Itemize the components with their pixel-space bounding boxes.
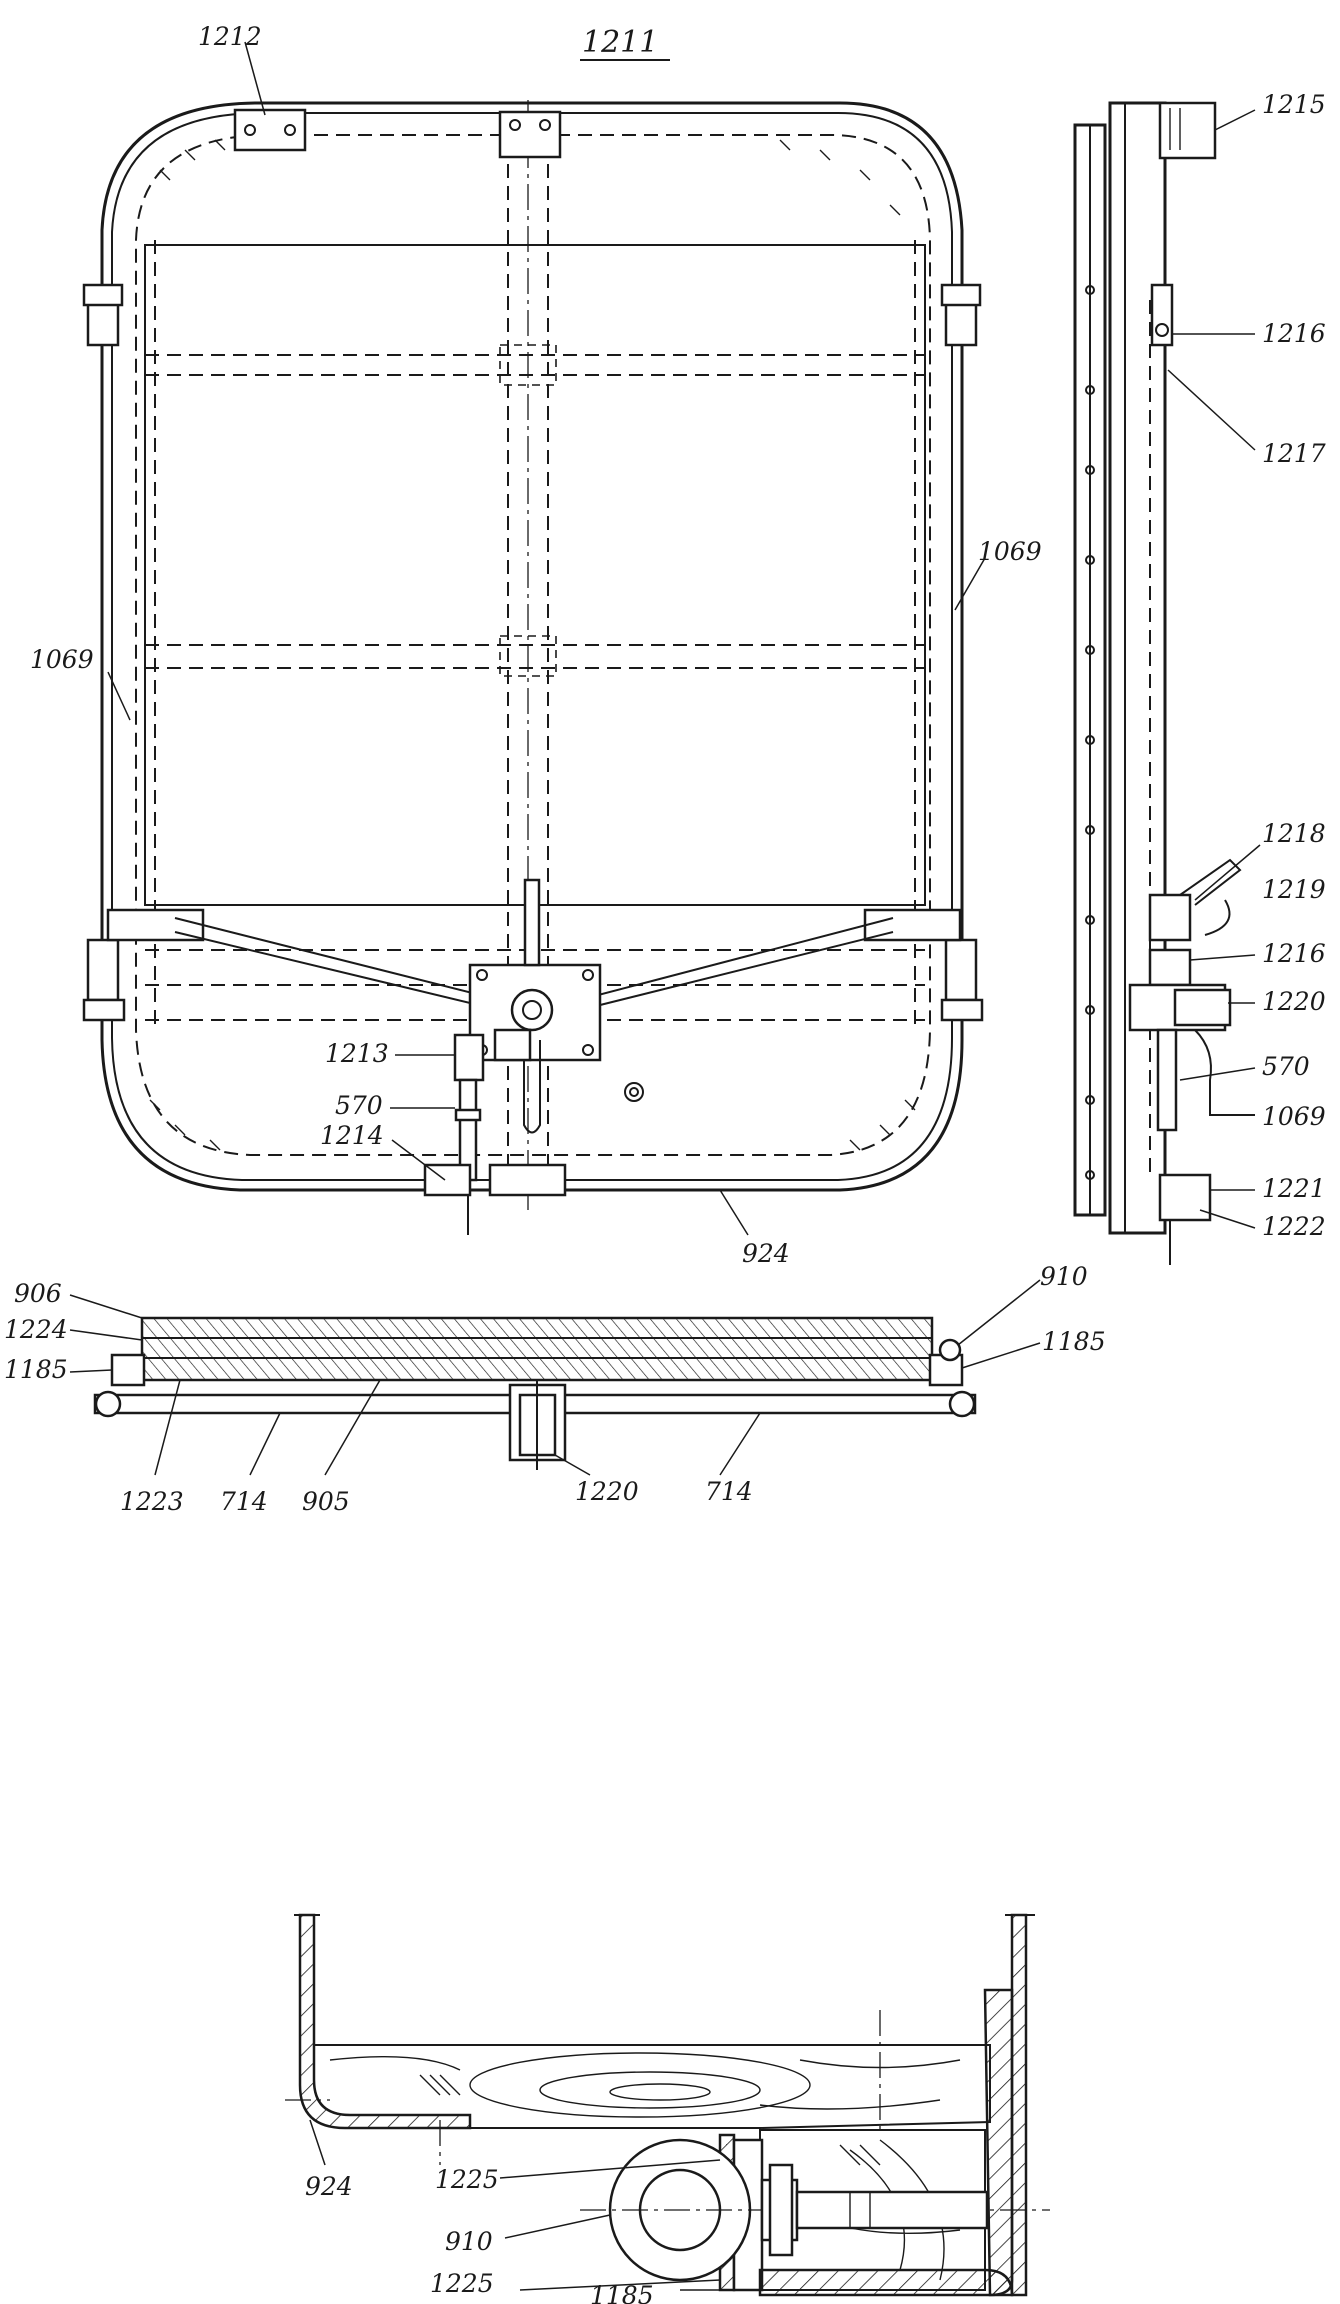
label-910-plan: 910 [1040, 1262, 1088, 1291]
detail-section: 924 1225 910 1225 1185 [285, 1913, 1050, 2304]
label-1225-top: 1225 [435, 2165, 499, 2194]
label-1214: 1214 [320, 1121, 384, 1150]
label-1069-left: 1069 [30, 645, 94, 674]
label-1069-right: 1069 [978, 537, 1042, 566]
label-1222: 1222 [1262, 1212, 1326, 1241]
label-1216-mid: 1216 [1262, 939, 1326, 968]
label-1217: 1217 [1262, 439, 1326, 468]
label-1225-bottom: 1225 [430, 2269, 494, 2298]
side-lever-1219 [1179, 858, 1242, 906]
label-570-front: 570 [335, 1091, 383, 1120]
side-view: 1215 1216 1217 1218 1219 1216 1220 570 1… [1073, 90, 1326, 1265]
label-906: 906 [14, 1279, 62, 1308]
label-1220-plan: 1220 [575, 1477, 639, 1506]
handwheel-hub [510, 988, 554, 1032]
side-sash [1108, 101, 1167, 1235]
vertical-handle [523, 878, 541, 967]
label-1212: 1212 [198, 22, 262, 51]
side-fitting-1215 [1158, 101, 1217, 160]
hinge-right-bottom [944, 938, 978, 1002]
bolt-shank [795, 2190, 989, 2230]
front-view: 1212 1069 1069 1213 570 1214 924 [30, 22, 1042, 1268]
label-1213: 1213 [325, 1039, 389, 1068]
label-1221: 1221 [1262, 1174, 1326, 1203]
wood-block-upper [313, 2044, 991, 2129]
top-hinge-plate [233, 108, 562, 159]
label-1185-plan-right: 1185 [1042, 1327, 1106, 1356]
label-1224: 1224 [4, 1315, 68, 1344]
label-1223: 1223 [120, 1487, 184, 1516]
label-1215: 1215 [1262, 90, 1326, 119]
hinge-left-bottom [86, 938, 120, 1002]
steel-angle-924 [298, 1913, 472, 2130]
label-1219: 1219 [1262, 875, 1326, 904]
label-714-right: 714 [705, 1477, 753, 1506]
label-1216-top: 1216 [1262, 319, 1326, 348]
label-1220-side: 1220 [1262, 987, 1326, 1016]
bottom-plate-1185 [758, 2268, 1014, 2297]
label-1069-side: 1069 [1262, 1102, 1326, 1131]
sash-dashed-outline [135, 134, 931, 1156]
side-rivets [1085, 285, 1095, 1180]
right-steel-profile [1010, 1913, 1028, 2297]
glass-panel-outline [144, 244, 926, 906]
label-1218: 1218 [1262, 819, 1326, 848]
label-570-side: 570 [1262, 1052, 1310, 1081]
plan-view: 906 1224 1185 910 1185 1223 714 905 1220… [4, 1262, 1106, 1516]
label-1185-plan-left: 1185 [4, 1355, 68, 1384]
figure-title: 1211 [580, 25, 670, 61]
operating-gear [106, 878, 962, 1235]
perimeter-marks [149, 139, 916, 1151]
label-905: 905 [302, 1487, 350, 1516]
label-924-front: 924 [742, 1239, 790, 1268]
label-924-detail: 924 [305, 2172, 353, 2201]
plan-wood-panel [140, 1316, 934, 1382]
label-1185-detail: 1185 [590, 2281, 654, 2304]
figure-number-label: 1211 [582, 25, 658, 60]
label-714-left: 714 [220, 1487, 268, 1516]
label-910-detail: 910 [445, 2227, 493, 2256]
